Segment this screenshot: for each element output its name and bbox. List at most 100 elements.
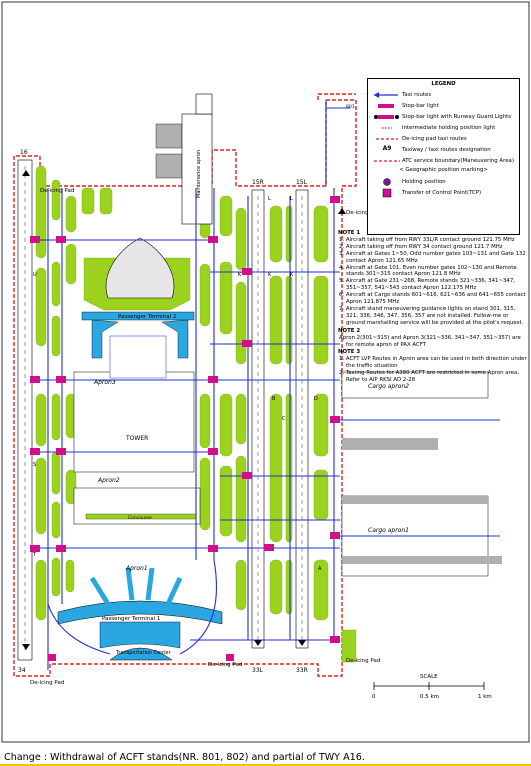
legend-label: Stop-bar light with Runway Guard Lights: [402, 113, 512, 120]
holding-position-icon: [372, 177, 402, 187]
maintenance-hangars: [155, 93, 213, 225]
legend-row-stop-bar-rgl: Stop-bar light with Runway Guard Lights: [372, 112, 515, 123]
cargo-apron1-label: Cargo apron1: [368, 527, 409, 534]
taxiway-label-l1: L: [268, 196, 271, 202]
deicing-pad-s-label: De-icing Pad: [208, 662, 242, 668]
aircraft-symbols: [22, 170, 346, 650]
runway-label-15l: 15L: [296, 179, 308, 186]
apron1-label: Apron1: [125, 565, 148, 572]
note1-item: 6. Aircraft at Cargo stands 601~616, 621…: [339, 292, 526, 306]
grass-areas-west: [35, 165, 113, 621]
taxiway-label-d: D: [314, 396, 318, 402]
tower-label: TOWER: [125, 435, 148, 442]
deicing-pad-nw-label: De-icing Pad: [40, 188, 74, 194]
note1-item: 3. Aircraft at Gates 1~50, Odd number ga…: [339, 250, 526, 264]
legend-label: ATC service boundary(Maneuvering Area): [402, 157, 514, 164]
taxi-route-arrow-icon: [372, 90, 402, 100]
concourse-label: Concourse: [128, 515, 152, 521]
legend-label: De-icing pad taxi routes: [402, 135, 467, 142]
maintenance-apron-label: Maintenance apron: [196, 150, 202, 198]
central-aprons: [73, 335, 201, 525]
note1-item: 1. Aircraft taking off from RWY 33L/R co…: [339, 236, 515, 243]
note1-heading: NOTE 1: [338, 230, 361, 236]
scale-tick-0: 0: [372, 694, 376, 700]
runway-15l-33r: [295, 189, 309, 649]
runway-label-33r: 33R: [296, 667, 308, 674]
legend-label: Taxi routes: [402, 91, 432, 98]
atc-boundary-icon: [372, 156, 402, 166]
terminal2-label: Passenger Terminal 2: [118, 314, 176, 320]
taxiway-label-c: C: [282, 416, 286, 422]
legend-label: Holding position: [402, 178, 446, 185]
note1-item: 5. Aircraft at Gate 231~268, Remote stan…: [339, 278, 515, 292]
runway-15r-33l: [251, 189, 265, 649]
terminal2-area: [81, 237, 195, 359]
legend-panel: LEGEND Taxi routes Stop-bar light Stop-b…: [367, 78, 520, 235]
deicing-pad-se-label: De-icing Pad: [346, 658, 380, 664]
legend-row-designation: A9 Taxiway / taxi routes designation: [372, 145, 515, 156]
atc-boundary-north-ext: [317, 93, 356, 100]
taxiway-label-l2: L: [290, 196, 293, 202]
taxiway-label-k1: K: [238, 272, 242, 278]
legend-label: Taxiway / taxi routes designation: [402, 146, 491, 153]
deicing-pad-ne-label: De-icing Pad: [346, 210, 380, 216]
stop-bar-rgl-icon: [372, 112, 402, 122]
legend-row-atc-boundary: ATC service boundary(Maneuvering Area): [372, 156, 515, 167]
legend-geo-marking: < Geographic position marking>: [399, 166, 488, 173]
note3-item: 1. ACFT LVP Routes in Apron area can be …: [339, 356, 527, 370]
legend-label: Transfer of Control Point(TCP): [402, 189, 482, 196]
chart-frame: [1, 1, 530, 743]
legend-title: LEGEND: [431, 81, 456, 87]
apron3-label: Apron3: [93, 379, 116, 386]
runway-label-16: 16: [20, 149, 28, 156]
chart-notes: NOTE 1 1. Aircraft taking off from RWY 3…: [338, 229, 528, 384]
scale-tick-1: 1 km: [478, 694, 492, 700]
scale-title: SCALE: [420, 674, 438, 680]
taxiway-label-k3: K: [290, 272, 294, 278]
cargo-apron2-label: Cargo apron2: [368, 383, 409, 390]
note1-item: 7. Aircraft stand maneuvering guidance l…: [339, 305, 524, 326]
terminal1-label: Passenger Terminal 1: [102, 616, 160, 622]
cargo-aprons: [341, 371, 502, 663]
taxiway-label-u: U: [33, 272, 37, 278]
runway-label-15r: 15R: [252, 179, 264, 186]
legend-label: Stop-bar light: [402, 102, 439, 109]
runway-label-34: 34: [18, 667, 26, 674]
runway-16-34: [17, 159, 33, 661]
legend-row-holding-position: Holding position: [372, 177, 515, 188]
terminal1-area: [57, 567, 223, 661]
deicing-pad-sw-label: De-icing Pad: [30, 680, 64, 686]
taxiway-label-t: T: [32, 552, 37, 558]
taxiway-label-b: B: [272, 396, 276, 402]
stop-bar-lights: [30, 196, 340, 661]
footer-bar: [0, 764, 531, 766]
note1-item: 2. Aircraft taking off from RWY 34 conta…: [339, 243, 503, 250]
intermediate-holding-icon: [372, 123, 402, 133]
stop-bar-light-icon: [372, 101, 402, 111]
legend-row-stop-bar: Stop-bar light: [372, 101, 515, 112]
stand-801-label: 801: [346, 104, 355, 110]
legend-label: Intermediate holding position light: [402, 124, 496, 131]
legend-row-deicing-route: De-icing pad taxi routes: [372, 134, 515, 145]
legend-row-intermediate-holding: Intermediate holding position light: [372, 123, 515, 134]
taxi-routes: [40, 100, 500, 670]
transportation-center-label: Transportation Center: [115, 650, 171, 656]
taxiway-label-a: A: [318, 566, 322, 572]
deicing-route-icon: [372, 134, 402, 144]
taxiway-label-k2: K: [268, 272, 272, 278]
apron2-label: Apron2: [97, 477, 120, 484]
tcp-icon: [372, 188, 402, 198]
scale-bar: [373, 682, 485, 690]
note1-item: 4. Aircraft at Gate 101, Even number gat…: [339, 264, 517, 278]
note3-item: 2. Taxiing Routes for A380 ACFT are rest…: [339, 370, 520, 384]
grass-areas-central: [199, 193, 329, 621]
taxiway-label-s: S: [33, 462, 36, 468]
note3-heading: NOTE 3: [338, 349, 361, 356]
scale-tick-half: 0.5 km: [420, 694, 439, 700]
legend-row-tcp: Transfer of Control Point(TCP): [372, 188, 515, 199]
note2-text: Apron 2(301~315) and Apron 3(321~336, 34…: [339, 334, 521, 348]
change-notice: Change : Withdrawal of ACFT stands(NR. 8…: [4, 752, 365, 763]
note2-heading: NOTE 2: [338, 327, 361, 334]
legend-row-taxi-routes: Taxi routes: [372, 90, 515, 101]
